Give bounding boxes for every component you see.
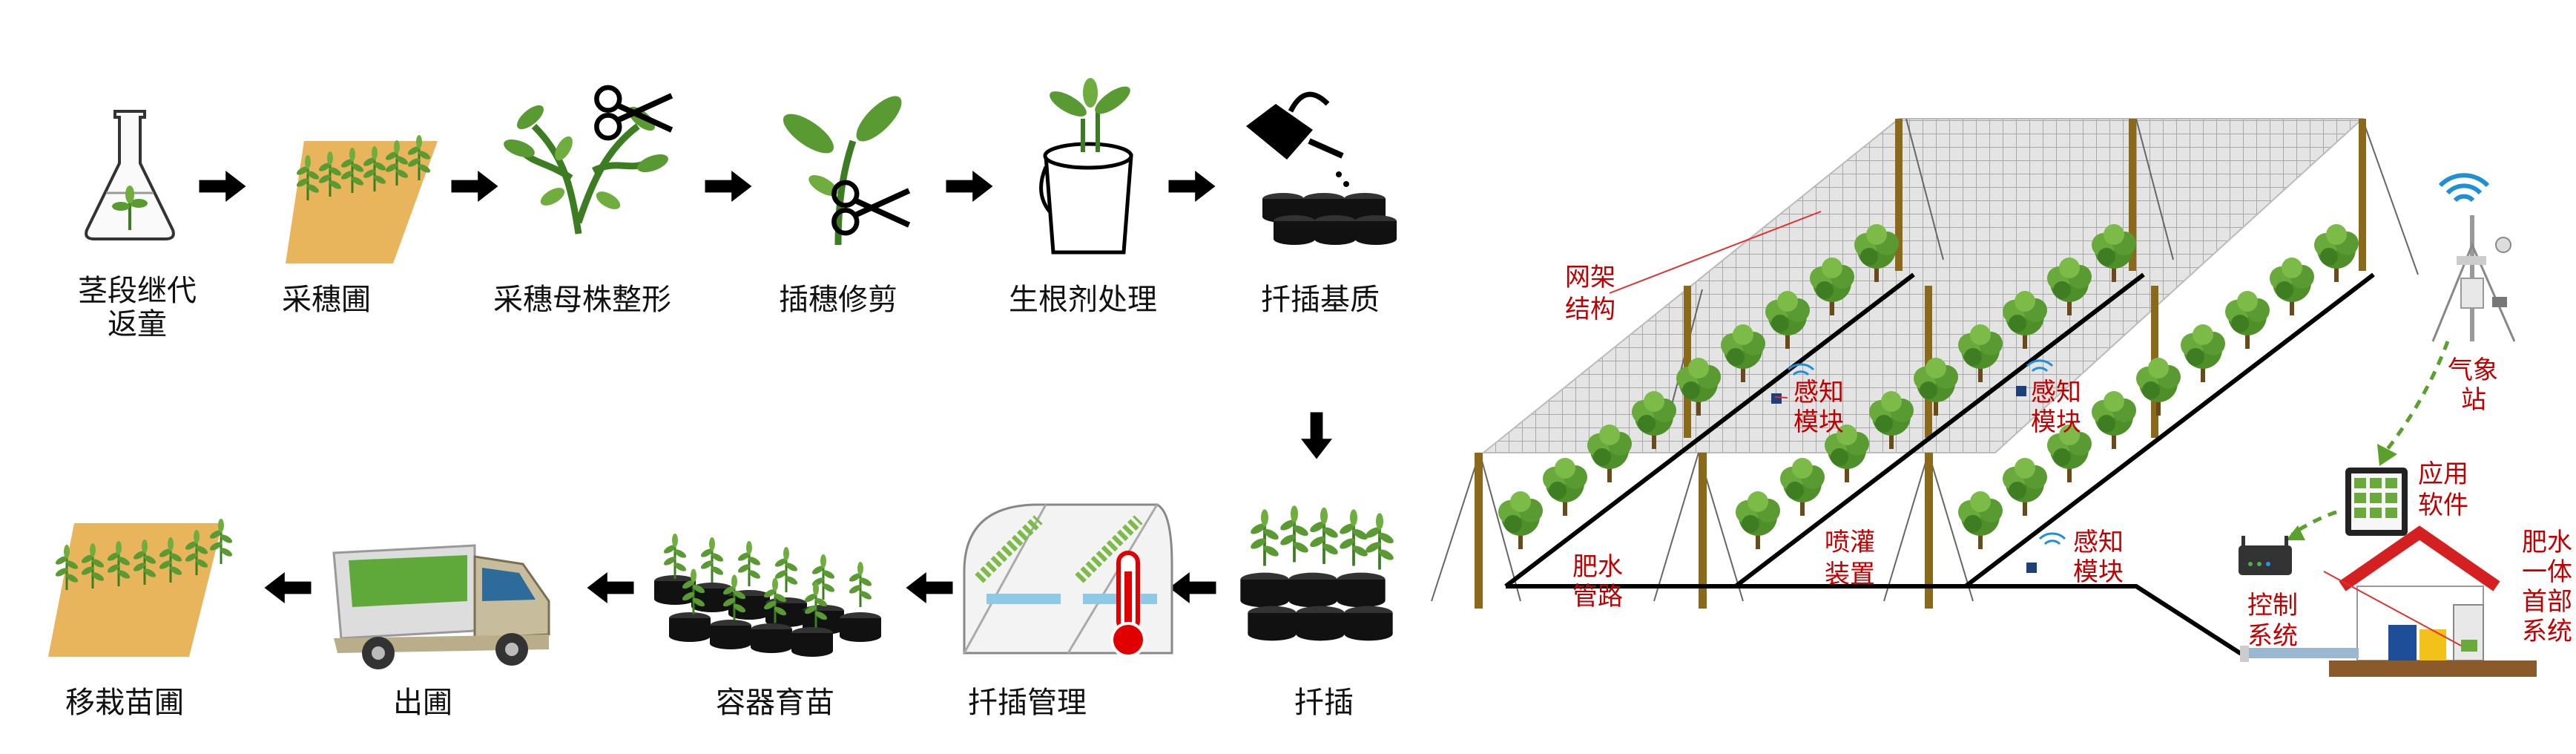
flow-arrow-9 <box>264 572 312 603</box>
flow-arrow-1 <box>199 171 246 202</box>
wifi-icon <box>2026 359 2054 373</box>
flow-arrow-6 <box>1169 572 1216 603</box>
label-control-line1: 控制 <box>2247 591 2298 620</box>
step-cutting-planting: 扦插 <box>1240 505 1395 720</box>
label-sprinkler-line2: 装置 <box>1825 560 1875 589</box>
step-11-label: 移栽苗圃 <box>65 686 184 720</box>
tablet-icon <box>2345 468 2408 536</box>
cutting-plant-icon <box>783 96 902 246</box>
label-sensor3-line1: 感知 <box>2073 528 2124 557</box>
step-7-label: 扦插 <box>1294 686 1354 720</box>
pot-stack <box>1262 193 1397 245</box>
label-fert-line4: 系统 <box>2522 617 2572 646</box>
branching-plant-icon <box>504 105 668 235</box>
erlenmeyer-flask-icon <box>85 110 175 240</box>
label-sprinkler-line1: 喷灌 <box>1825 528 1875 557</box>
label-weather-line1: 气象 <box>2448 355 2498 385</box>
step-shipping: 出圃 <box>332 544 550 720</box>
label-sensor3-line2: 模块 <box>2073 557 2124 587</box>
step-transplant-nursery: 移栽苗圃 <box>48 519 234 720</box>
flow-arrow-7 <box>906 572 953 603</box>
step-substrate: 扦插基质 <box>1246 91 1397 317</box>
step-9-label: 容器育苗 <box>716 686 834 720</box>
greenhouse-annotations: 网架 结构 感知 模块 感知 模块 感知 模块 肥水 管路 喷灌 装置 气象 站… <box>1565 263 2572 651</box>
step-cutting-management: 扦插管理 <box>963 503 1173 720</box>
flow-arrow-down <box>1301 412 1332 459</box>
frame-leader-line <box>1609 211 1822 294</box>
label-pipe-line2: 管路 <box>1572 582 1623 612</box>
step-tissue-culture: 茎段继代 返童 <box>78 110 197 341</box>
step-mother-plant-shaping: 采穗母株整形 <box>493 88 672 317</box>
step-container-seedlings: 容器育苗 <box>654 532 881 720</box>
label-weather-line2: 站 <box>2461 385 2486 415</box>
label-sensor1-line2: 模块 <box>1793 407 1844 437</box>
flow-arrow-5 <box>1168 171 1216 202</box>
flow-arrow-4 <box>946 171 993 202</box>
weather-station <box>2431 173 2516 342</box>
step-scion-garden: 采穗圃 <box>282 135 438 317</box>
label-fert-line1: 肥水 <box>2522 528 2572 557</box>
step-cutting-trimming: 插穗修剪 <box>779 96 909 317</box>
label-frame-line2: 结构 <box>1565 295 1615 324</box>
step-5-label: 生根剂处理 <box>1009 283 1157 317</box>
step-rooting-agent: 生根剂处理 <box>1009 78 1157 317</box>
truck-icon <box>332 544 550 669</box>
watering-can-icon <box>1246 91 1349 187</box>
step-4-label: 插穗修剪 <box>779 283 897 317</box>
pot-grid <box>1240 572 1393 641</box>
wifi-icon <box>2438 173 2490 203</box>
sensor-node-3 <box>2026 532 2066 573</box>
step-10-label: 出圃 <box>393 686 452 720</box>
flow-arrow-2 <box>451 171 498 202</box>
sensor-node-1 <box>1771 363 1815 404</box>
step-1-label-line2: 返童 <box>108 307 167 341</box>
app-to-control-link <box>2290 510 2337 537</box>
label-control-line2: 系统 <box>2247 621 2298 651</box>
sensor-node-2 <box>2016 359 2054 396</box>
scissors-icon <box>834 183 909 233</box>
wifi-icon <box>1787 363 1815 376</box>
step-3-label: 采穗母株整形 <box>493 283 671 317</box>
label-fert-line3: 首部 <box>2522 587 2572 617</box>
label-pipe-line1: 肥水 <box>1572 552 1623 582</box>
thermometer-icon <box>1110 551 1146 658</box>
step-8-label: 扦插管理 <box>968 686 1087 720</box>
smart-nursery-illustration <box>1431 118 2537 677</box>
label-frame-line1: 网架 <box>1565 263 1615 292</box>
cutting-plants <box>1249 505 1395 569</box>
step-1-label-line1: 茎段继代 <box>78 274 197 308</box>
router-icon <box>2239 536 2292 575</box>
label-sensor2-line1: 感知 <box>2031 378 2081 407</box>
weather-to-app-link <box>2383 341 2450 454</box>
label-app-line2: 软件 <box>2418 491 2468 520</box>
wifi-icon <box>2038 532 2066 545</box>
flow-arrow-8 <box>587 572 634 603</box>
bucket-icon <box>1039 78 1133 255</box>
step-2-label: 采穗圃 <box>282 283 371 317</box>
step-6-label: 扦插基质 <box>1261 283 1380 317</box>
label-fert-line2: 一体 <box>2522 557 2572 587</box>
control-leader-line <box>2323 571 2462 646</box>
label-sensor2-line2: 模块 <box>2031 407 2081 437</box>
label-app-line1: 应用 <box>2418 459 2468 489</box>
flow-arrow-3 <box>705 171 752 202</box>
label-sensor1-line1: 感知 <box>1793 378 1844 407</box>
